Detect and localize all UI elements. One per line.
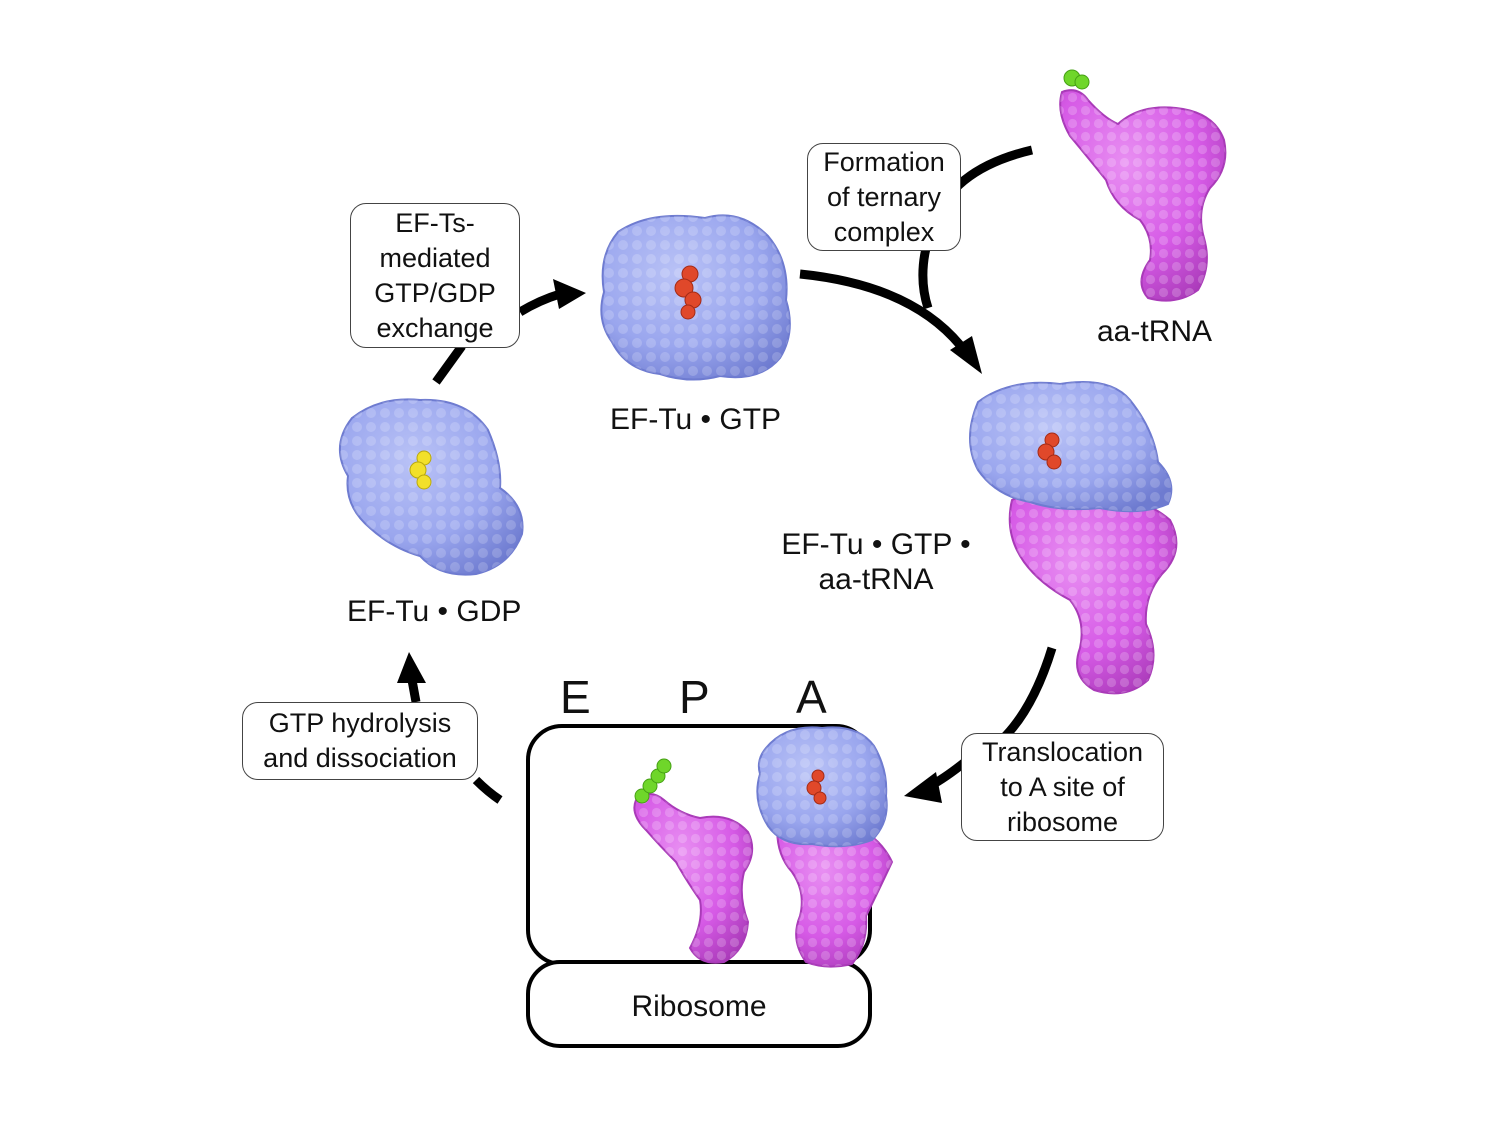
gtp-ligand-icon <box>674 265 702 320</box>
arrowhead-to-ternary <box>950 336 982 374</box>
step-exchange-line3: GTP/GDP <box>374 277 496 308</box>
label-aa-trna: aa-tRNA <box>1097 315 1213 348</box>
arrowhead-to-ribosome <box>904 772 942 803</box>
arrow-gtp-to-ternary <box>799 269 964 348</box>
amino-acid-icon <box>634 758 672 804</box>
arrowhead-to-gdp <box>397 652 426 683</box>
ef-tu-gdp-molecule <box>338 398 524 576</box>
arrow-hydrolysis-to-gdp <box>407 679 421 703</box>
step-translocation-line1: Translocation <box>981 736 1144 767</box>
step-ternary-line3: complex <box>833 216 935 247</box>
a-site-ternary-complex <box>756 726 894 968</box>
step-hydrolysis-line2: and dissociation <box>263 743 457 773</box>
ef-tu-gtp-molecule <box>600 214 791 381</box>
step-exchange-line1: EF-Ts- <box>395 207 475 238</box>
label-ef-tu-gdp: EF-Tu • GDP <box>347 595 522 628</box>
arrowheads <box>397 279 982 803</box>
gdp-ligand-icon <box>409 450 432 490</box>
ribosome-small-subunit <box>526 960 872 1048</box>
ribosome-site-e: E <box>560 671 591 723</box>
arrow-ribosome-to-hydrolysis <box>472 776 503 804</box>
step-exchange-line2: mediated <box>379 242 491 273</box>
step-hydrolysis-line1: GTP hydrolysis <box>268 708 452 738</box>
ribosome-site-a: A <box>796 671 827 723</box>
arrow-gdp-to-exchange <box>432 343 466 385</box>
step-ternary-line2: of ternary <box>826 181 942 212</box>
step-ternary-line1: Formation <box>823 146 945 177</box>
gtp-ligand-icon <box>1037 432 1062 470</box>
ribosome-label: Ribosome <box>631 990 767 1023</box>
step-box-hydrolysis: GTP hydrolysis and dissociation <box>242 702 478 780</box>
step-translocation-line2: to A site of <box>1000 771 1125 802</box>
amino-acid-icon <box>1063 69 1090 90</box>
step-box-ternary: Formation of ternary complex <box>807 143 961 251</box>
label-ef-tu-gtp: EF-Tu • GTP <box>610 403 782 436</box>
p-site-trna <box>633 758 754 964</box>
step-box-exchange: EF-Ts- mediated GTP/GDP exchange <box>350 203 520 348</box>
arrowhead-to-gtp <box>553 279 586 309</box>
label-ternary-complex: EF-Tu • GTP • aa-tRNA <box>760 527 992 597</box>
ribosome-site-p: P <box>679 671 710 723</box>
gtp-ligand-icon <box>806 769 827 805</box>
aa-trna-molecule <box>1059 69 1227 302</box>
label-ternary-line1: EF-Tu • GTP • <box>781 528 971 561</box>
arrow-exchange-to-gtp <box>517 289 562 316</box>
ribosome <box>526 724 894 1048</box>
step-box-translocation: Translocation to A site of ribosome <box>961 733 1164 841</box>
step-exchange-line4: exchange <box>376 312 494 343</box>
step-translocation-line3: ribosome <box>1006 806 1119 837</box>
label-ternary-line2: aa-tRNA <box>818 563 934 596</box>
ternary-complex-molecule <box>969 381 1178 695</box>
